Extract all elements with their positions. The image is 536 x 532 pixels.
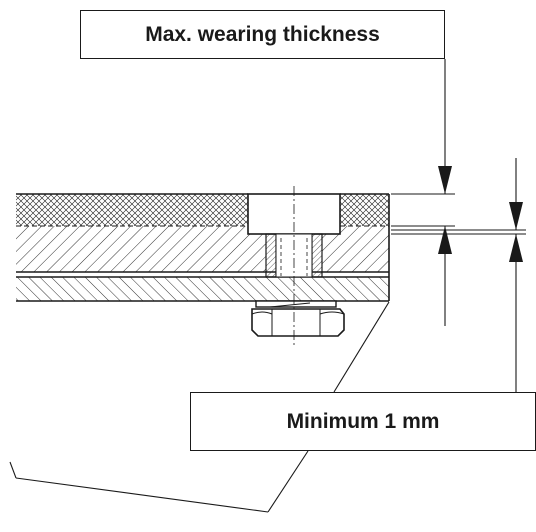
backing-plate (16, 277, 389, 301)
rivet-bolt (247, 186, 345, 346)
pad-outline (16, 193, 390, 302)
callout-minimum-thickness: Minimum 1 mm (190, 392, 536, 451)
callout-max-wearing-thickness: Max. wearing thickness (80, 10, 445, 59)
dimension-minimum (391, 158, 526, 392)
friction-lining (16, 194, 389, 226)
leader-lines (9, 301, 390, 513)
callout-minimum-thickness-label: Minimum 1 mm (286, 409, 440, 433)
dimension-max-wear (391, 59, 455, 326)
callout-max-wearing-thickness-label: Max. wearing thickness (145, 22, 380, 46)
